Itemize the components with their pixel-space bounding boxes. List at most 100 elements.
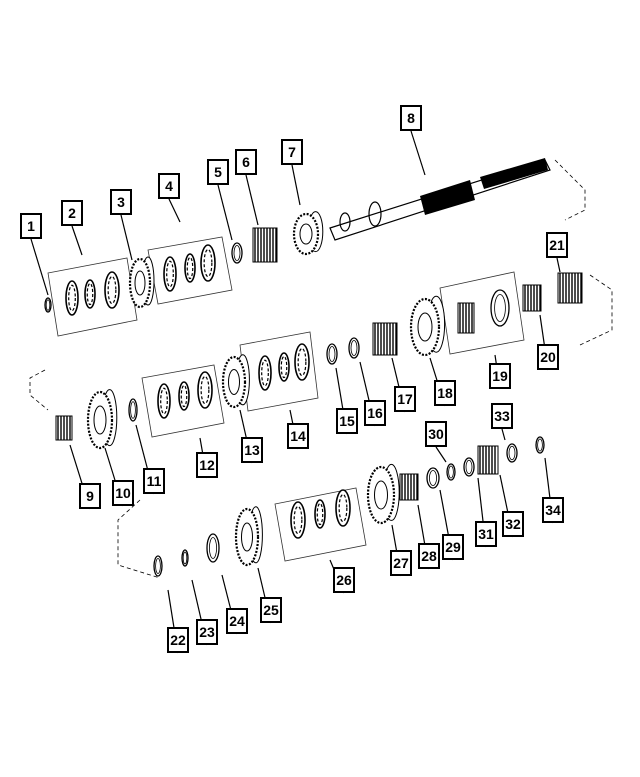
group-box (141, 364, 225, 438)
leader-line (291, 164, 301, 206)
callout-2: 2 (61, 200, 83, 226)
synchronizer-ring (200, 244, 216, 282)
shaft-collar (368, 201, 382, 227)
needle-bearing (457, 302, 475, 334)
callout-16: 16 (364, 400, 386, 426)
synchronizer-ring (314, 499, 326, 529)
snap-ring (446, 463, 456, 481)
callout-20: 20 (537, 344, 559, 370)
needle-bearing (557, 272, 583, 304)
callout-21: 21 (546, 232, 568, 258)
snap-ring (128, 398, 138, 422)
callout-34: 34 (542, 497, 564, 523)
synchronizer-ring (178, 381, 190, 411)
callout-1: 1 (20, 213, 42, 239)
gear (128, 256, 155, 309)
callout-8: 8 (400, 105, 422, 131)
synchronizer-ring (157, 383, 171, 419)
synchronizer-ring (104, 271, 120, 309)
callout-5: 5 (207, 159, 229, 185)
synchronizer-ring (258, 355, 272, 391)
group-box (47, 257, 138, 337)
callout-7: 7 (281, 139, 303, 165)
needle-bearing (522, 284, 542, 312)
synchronizer-ring (65, 280, 79, 316)
synchronizer-ring (335, 489, 351, 527)
snap-ring (490, 289, 510, 327)
dashed-connector (554, 159, 586, 221)
leader-line (168, 198, 181, 223)
snap-ring (326, 343, 338, 365)
dashed-connector (29, 369, 49, 411)
leader-line (120, 214, 133, 261)
callout-24: 24 (226, 608, 248, 634)
gear (86, 389, 118, 450)
leader-line (71, 225, 83, 256)
callout-22: 22 (167, 627, 189, 653)
leader-line (410, 130, 426, 176)
snap-ring (348, 337, 360, 359)
needle-bearing (372, 322, 398, 356)
leader-line (245, 174, 259, 226)
callout-15: 15 (336, 408, 358, 434)
callout-9: 9 (79, 483, 101, 509)
leader-line (556, 257, 561, 273)
gear (292, 211, 324, 256)
gear (234, 506, 263, 567)
synchronizer-ring (163, 256, 177, 292)
callout-32: 32 (502, 511, 524, 537)
snap-ring (181, 549, 189, 567)
callout-28: 28 (418, 543, 440, 569)
snap-ring (463, 457, 475, 477)
leader-line (501, 428, 506, 441)
callout-30: 30 (425, 421, 447, 447)
callout-31: 31 (475, 521, 497, 547)
group-box (147, 236, 233, 305)
callout-13: 13 (241, 437, 263, 463)
snap-ring (231, 242, 243, 264)
leader-line (217, 184, 233, 241)
callout-19: 19 (489, 363, 511, 389)
callout-14: 14 (287, 423, 309, 449)
synchronizer-ring (197, 371, 213, 409)
mainshaft-splines (480, 158, 548, 189)
snap-ring (535, 436, 545, 454)
synchronizer-ring (84, 279, 96, 309)
shaft-collar (339, 212, 351, 232)
callout-23: 23 (196, 619, 218, 645)
synchronizer-ring (184, 253, 196, 283)
synchronizer-ring (278, 352, 290, 382)
gear (221, 354, 250, 409)
snap-ring (153, 555, 163, 577)
mainshaft-splines (420, 180, 475, 215)
group-box (439, 271, 525, 355)
callout-10: 10 (112, 480, 134, 506)
callout-12: 12 (196, 452, 218, 478)
leader-line (435, 446, 447, 463)
callout-6: 6 (235, 149, 257, 175)
synchronizer-ring (294, 343, 310, 381)
callout-26: 26 (333, 567, 355, 593)
snap-ring (426, 467, 440, 489)
callout-25: 25 (260, 597, 282, 623)
group-box (274, 487, 367, 562)
callout-4: 4 (158, 173, 180, 199)
needle-bearing (55, 415, 73, 441)
gear (366, 463, 400, 525)
leader-line (30, 238, 49, 296)
callout-27: 27 (390, 550, 412, 576)
needle-bearing (477, 445, 499, 475)
callout-3: 3 (110, 189, 132, 215)
needle-bearing (399, 473, 419, 501)
dashed-connector (117, 499, 161, 579)
callout-11: 11 (143, 468, 165, 494)
synchronizer-ring (290, 501, 306, 539)
dashed-connector (579, 274, 613, 346)
snap-ring (506, 443, 518, 463)
callout-33: 33 (491, 403, 513, 429)
needle-bearing (252, 227, 278, 263)
callout-17: 17 (394, 386, 416, 412)
snap-ring (44, 297, 52, 313)
